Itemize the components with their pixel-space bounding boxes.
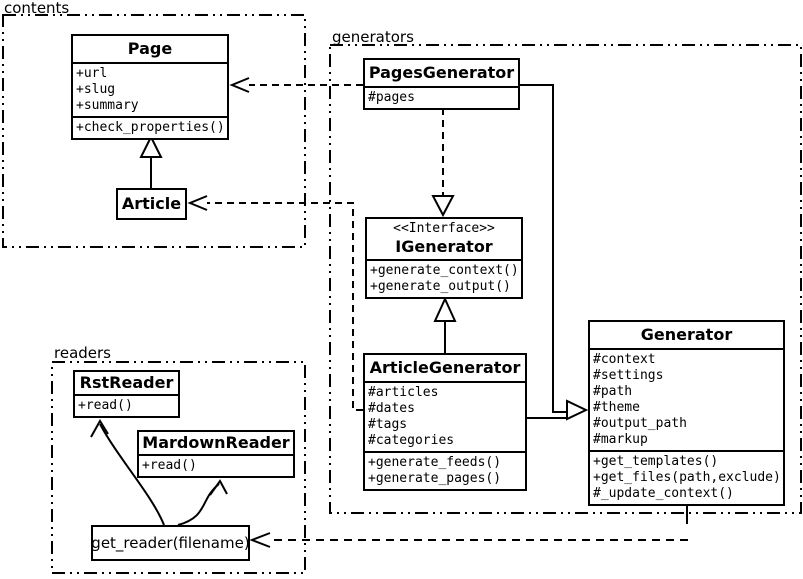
class-igenerator-header: <<Interface>> IGenerator bbox=[367, 219, 521, 259]
class-articlegenerator-title: ArticleGenerator bbox=[369, 358, 521, 377]
attribute-row: #output_path bbox=[593, 416, 687, 431]
inheritance-triangle-icon bbox=[139, 134, 163, 158]
class-generator: Generator #context #settings #path #them… bbox=[588, 320, 785, 506]
package-readers-label: readers bbox=[54, 344, 111, 362]
class-generator-methods: +get_templates() +get_files(path,exclude… bbox=[590, 450, 783, 504]
package-generators-label: generators bbox=[332, 28, 414, 46]
class-mardownreader: MardownReader +read() bbox=[137, 430, 295, 478]
class-article-title: Article bbox=[121, 194, 182, 213]
class-generator-title: Generator bbox=[640, 325, 733, 344]
inheritance-triangle-icon bbox=[566, 399, 589, 421]
package-contents-border bbox=[2, 14, 306, 248]
method-row: +generate_output() bbox=[370, 279, 511, 294]
class-pagesgenerator-attributes: #pages bbox=[365, 86, 518, 108]
class-page: Page +url +slug +summary +check_properti… bbox=[71, 34, 229, 140]
method-row: +generate_feeds() bbox=[368, 455, 502, 470]
inheritance-triangle-icon bbox=[433, 296, 457, 322]
class-page-methods: +check_properties() bbox=[73, 116, 227, 138]
getreader-to-rstreader-curve bbox=[99, 423, 165, 526]
class-igenerator-title: IGenerator bbox=[395, 237, 493, 256]
open-arrowhead-icon bbox=[229, 77, 250, 93]
class-page-attributes: +url +slug +summary bbox=[73, 62, 227, 116]
class-igenerator: <<Interface>> IGenerator +generate_conte… bbox=[365, 217, 523, 299]
open-arrowhead-icon bbox=[90, 419, 109, 438]
method-row: +get_templates() bbox=[593, 454, 719, 469]
attribute-row: +url bbox=[76, 66, 108, 81]
attribute-row: #dates bbox=[368, 401, 415, 416]
package-contents-label: contents bbox=[4, 0, 70, 17]
open-arrowhead-icon bbox=[249, 532, 271, 548]
class-mardownreader-title: MardownReader bbox=[142, 433, 290, 452]
class-rstreader: RstReader +read() bbox=[73, 370, 180, 418]
method-row: +generate_context() bbox=[370, 263, 519, 278]
articlegenerator-to-article-dashed-line bbox=[207, 202, 363, 411]
method-row: +read() bbox=[142, 458, 197, 473]
get-reader-box: get_reader(filename) bbox=[91, 525, 250, 561]
package-generators-border bbox=[329, 44, 802, 514]
attribute-row: +slug bbox=[76, 82, 116, 97]
class-igenerator-methods: +generate_context() +generate_output() bbox=[367, 259, 521, 297]
class-pagesgenerator: PagesGenerator #pages bbox=[363, 58, 520, 110]
pagesgenerator-to-generator-line bbox=[520, 84, 567, 413]
method-row: +read() bbox=[78, 398, 133, 413]
method-row: +get_files(path,exclude) bbox=[593, 470, 781, 485]
attribute-row: #markup bbox=[593, 432, 648, 447]
open-arrowhead-icon bbox=[187, 195, 208, 211]
open-arrowhead-icon bbox=[209, 479, 228, 496]
class-articlegenerator: ArticleGenerator #articles #dates #tags … bbox=[363, 353, 527, 491]
class-page-title: Page bbox=[127, 39, 173, 58]
class-articlegenerator-methods: +generate_feeds() +generate_pages() bbox=[365, 451, 525, 489]
class-pagesgenerator-title: PagesGenerator bbox=[368, 63, 515, 82]
attribute-row: #context bbox=[593, 352, 656, 367]
attribute-row: #articles bbox=[368, 385, 439, 400]
realization-triangle-icon bbox=[431, 195, 455, 218]
class-article: Article bbox=[116, 188, 187, 220]
method-row: +check_properties() bbox=[76, 120, 225, 135]
method-row: +generate_pages() bbox=[368, 471, 502, 486]
class-mardownreader-methods: +read() bbox=[139, 454, 293, 476]
attribute-row: #categories bbox=[368, 433, 455, 448]
method-row: #_update_context() bbox=[593, 486, 734, 501]
class-articlegenerator-attributes: #articles #dates #tags #categories bbox=[365, 381, 525, 451]
attribute-row: #pages bbox=[368, 90, 415, 105]
package-readers-border bbox=[51, 361, 306, 574]
class-generator-attributes: #context #settings #path #theme #output_… bbox=[590, 348, 783, 450]
class-rstreader-title: RstReader bbox=[79, 373, 174, 392]
attribute-row: #settings bbox=[593, 368, 664, 383]
class-igenerator-stereotype: <<Interface>> bbox=[393, 221, 495, 236]
attribute-row: #tags bbox=[368, 417, 408, 432]
get-reader-label: get_reader(filename) bbox=[91, 534, 250, 552]
attribute-row: #theme bbox=[593, 400, 640, 415]
attribute-row: +summary bbox=[76, 98, 139, 113]
class-rstreader-methods: +read() bbox=[75, 394, 178, 416]
attribute-row: #path bbox=[593, 384, 633, 399]
